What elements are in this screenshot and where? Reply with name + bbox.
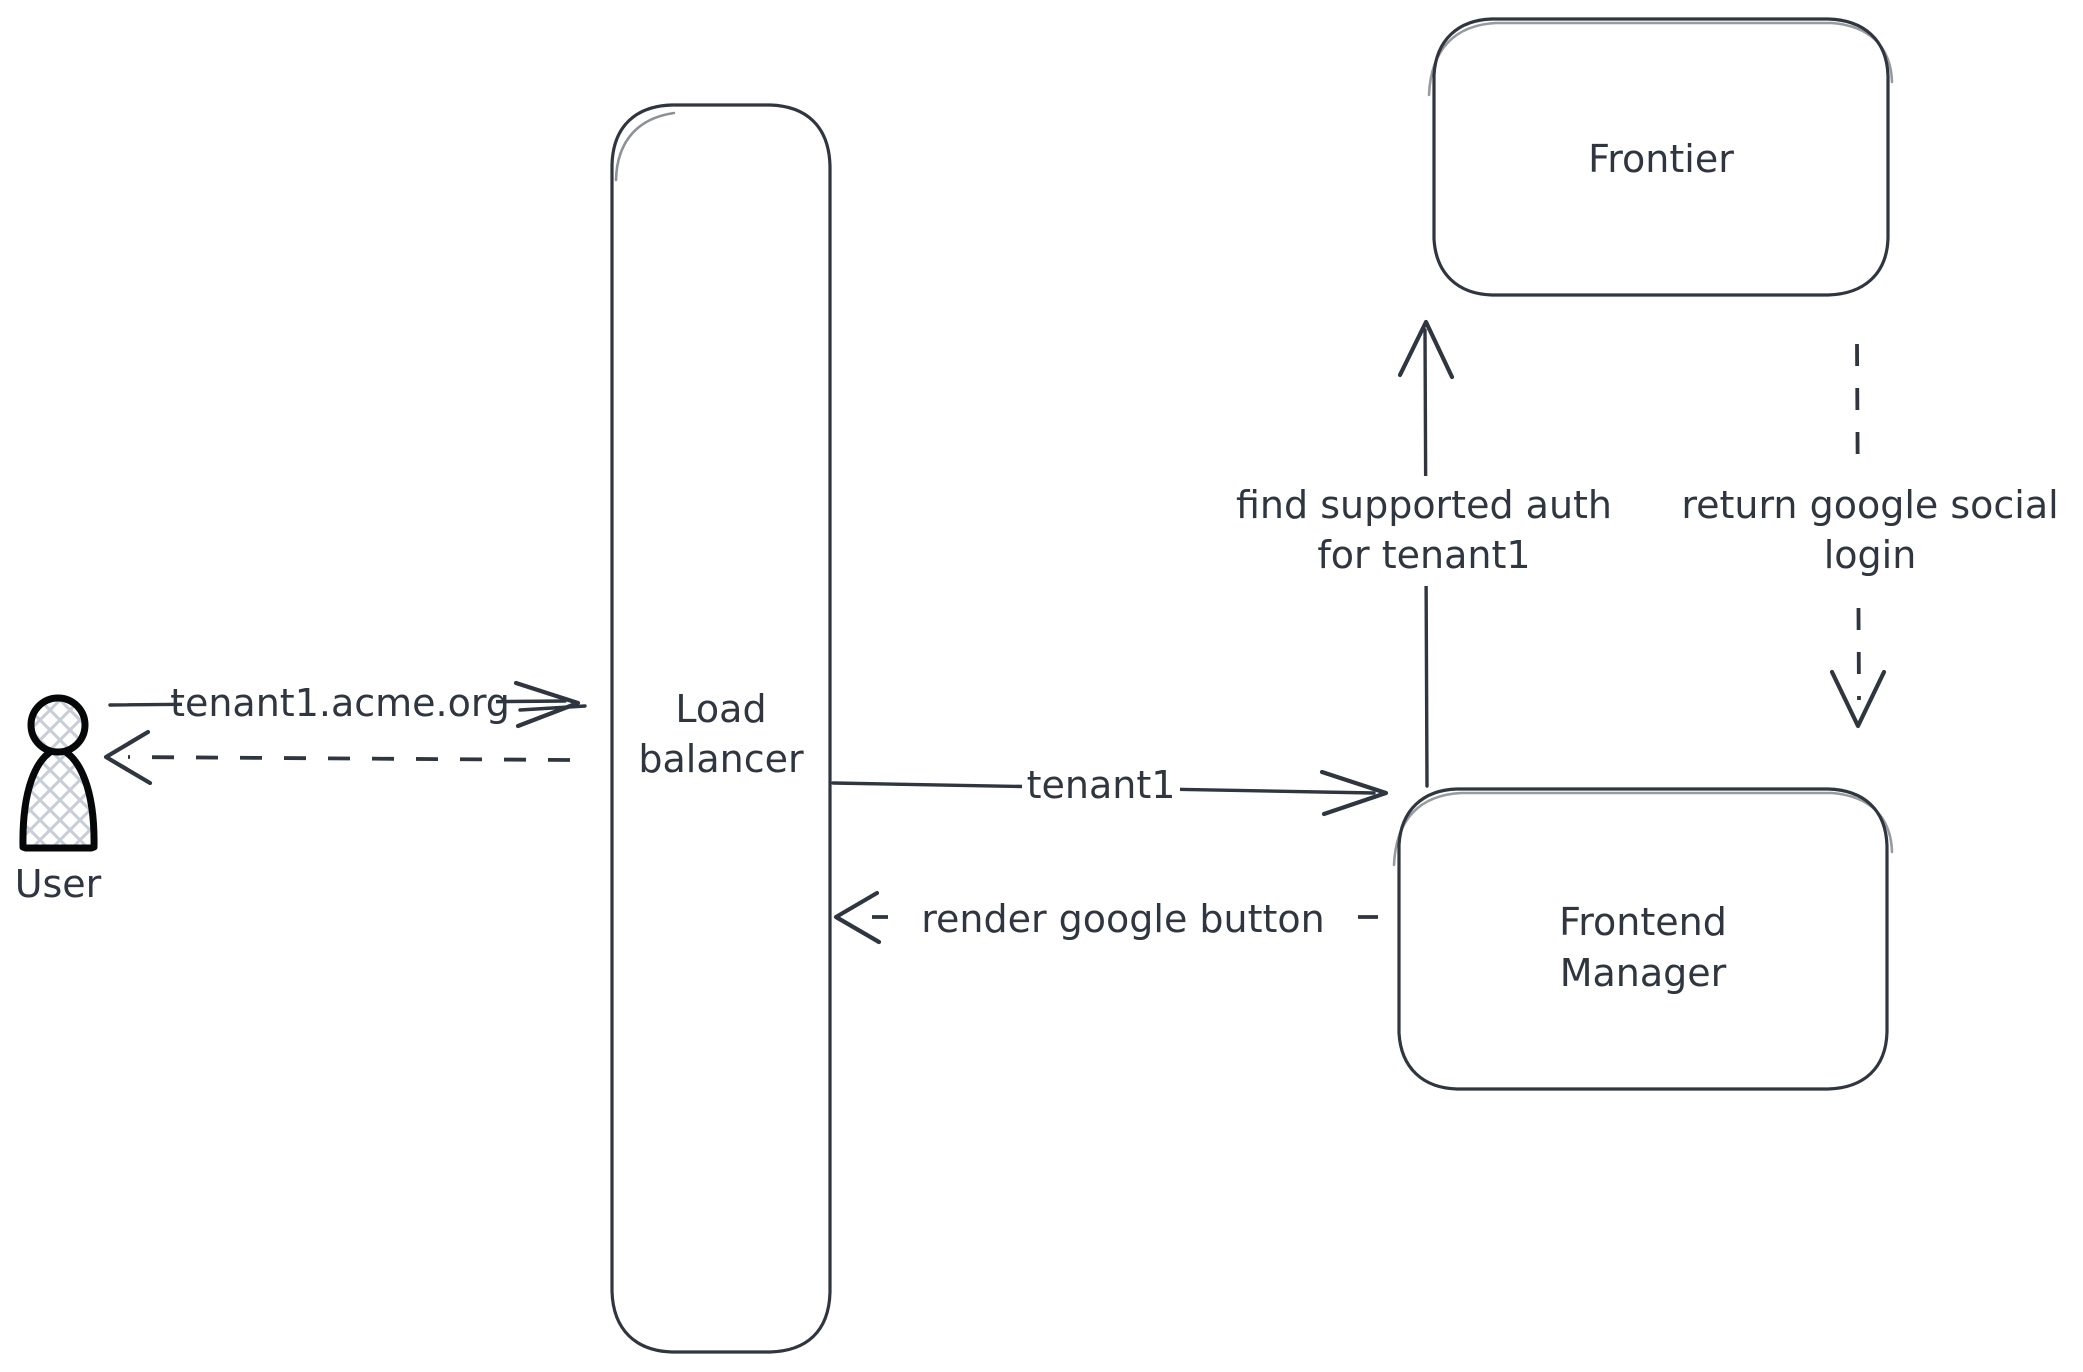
actor-user: User [15,694,102,906]
user-body-fill [22,749,95,847]
load-balancer-label-line2: balancer [638,737,804,781]
load-balancer-label-line1: Load [675,687,766,731]
edge-load-balancer-to-user [103,729,571,786]
load-balancer-sketch-overstroke [614,111,676,182]
edge-frontier-to-fm-label-bg [1664,476,2076,586]
load-balancer-shape [610,103,832,1354]
edge-fm-to-lb-label-bg [888,892,1358,942]
edge-frontend-manager-to-load-balancer: render google button [833,890,1378,945]
edge-load-balancer-to-frontend-manager: tenant1 [831,760,1389,817]
user-head-outline [27,694,89,756]
edge-frontier-to-frontend-manager: return google social login [1664,343,2076,729]
edge-frontier-to-fm-label-line1: return google social [1681,483,2058,527]
node-load-balancer[interactable]: Load balancer [610,103,832,1354]
edge-fm-to-frontier-label-line1: find supported auth [1236,483,1612,527]
edge-user-to-lb-label: tenant1.acme.org [170,681,510,725]
frontend-manager-label-line1: Frontend [1559,900,1727,944]
edge-frontend-manager-to-frontier: find supported auth for tenant1 [1218,319,1630,788]
edge-lb-to-fm-label-bg [1022,760,1180,808]
node-frontend-manager[interactable]: Frontend Manager [1392,787,1894,1091]
edge-frontier-to-fm-label-line2: login [1824,533,1917,577]
frontend-manager-shape [1397,787,1889,1091]
edge-fm-to-lb-label: render google button [921,897,1325,941]
frontend-manager-sketch-overstroke [1392,791,1894,867]
edge-fm-to-frontier-arrowhead [1397,319,1455,380]
frontier-sketch-overstroke [1427,21,1894,97]
edge-fm-to-frontier-label-line2: for tenant1 [1317,533,1530,577]
edge-user-to-lb-arrowhead [513,680,581,729]
edge-lb-to-fm-arrowhead [1319,769,1389,817]
frontier-label: Frontier [1588,137,1734,181]
frontier-shape [1432,17,1890,297]
edge-lb-to-user-line [127,755,571,762]
user-head-fill [31,698,85,752]
edge-user-to-lb-line-tail [518,704,587,712]
edge-fm-to-frontier-label-bg [1218,476,1630,586]
actor-user-label: User [15,862,102,906]
edge-fm-to-lb-arrowhead [833,890,882,945]
frontend-manager-label-line2: Manager [1560,951,1727,995]
node-frontier[interactable]: Frontier [1427,17,1894,297]
edge-user-to-lb-label-bg [182,676,496,728]
edge-frontier-to-fm-arrowhead [1829,669,1887,729]
edge-user-to-load-balancer: tenant1.acme.org [108,676,587,729]
edge-lb-to-fm-label: tenant1 [1027,763,1176,807]
edge-lb-to-user-arrowhead [103,729,153,786]
